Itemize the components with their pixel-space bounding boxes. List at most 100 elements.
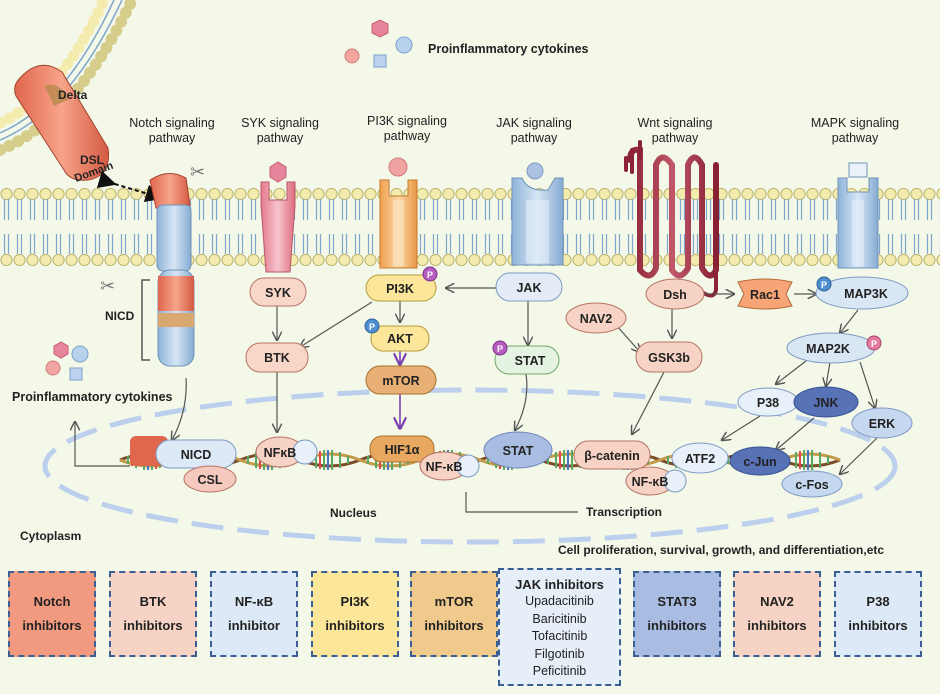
ligand-binding-arrow — [96, 170, 164, 203]
node-akt: AKT — [370, 325, 430, 352]
jak-drug: Upadacitinib — [525, 594, 594, 608]
cytokines-icon-top — [344, 19, 413, 68]
nuclear-nfkb-3: NF-κB — [625, 466, 687, 496]
nicd-bracket — [141, 279, 150, 361]
svg-text:MAP2K: MAP2K — [806, 342, 850, 356]
notch-receptor — [149, 173, 195, 367]
svg-text:c-Jun: c-Jun — [743, 455, 776, 469]
syk-receptor — [260, 161, 296, 273]
svg-text:NAV2: NAV2 — [580, 312, 612, 326]
delta-label: Delta — [58, 88, 88, 102]
svg-text:P: P — [369, 322, 375, 332]
node-gsk3b: GSK3b — [635, 341, 703, 373]
dsl-label: DSL — [80, 153, 104, 167]
cytoplasm-label: Cytoplasm — [20, 529, 81, 543]
nicd-label: NICD — [105, 309, 135, 323]
pathway-label-pi3k: PI3K signaling pathway — [367, 114, 447, 143]
svg-text:SYK: SYK — [265, 286, 291, 300]
transcription-label: Transcription — [586, 505, 662, 519]
nucleus-envelope — [42, 387, 898, 545]
svg-text:mTOR: mTOR — [382, 374, 419, 388]
jak-drug: Baricitinib — [532, 611, 587, 626]
nucleus-label: Nucleus — [330, 506, 377, 520]
pi3k-receptor — [379, 157, 418, 269]
svg-text:AKT: AKT — [387, 332, 413, 346]
jak-drug: Tofacitinib — [531, 629, 588, 643]
svg-text:NF-κB: NF-κB — [426, 460, 463, 474]
pathway-label-wnt: Wnt signaling pathway — [637, 116, 713, 145]
svg-text:NF-κB: NF-κB — [632, 475, 669, 489]
transcription-bracket — [465, 492, 578, 513]
top-cytokines-label: Proinflammatory cytokines — [428, 42, 589, 56]
outcome-label: Cell proliferation, survival, growth, an… — [558, 543, 884, 557]
arrow-nav2-gsk3b — [615, 324, 640, 352]
arrow-pi3k-btk — [300, 301, 373, 347]
phospho-badge-map2k: P — [866, 335, 882, 351]
pathway-label-jak: JAK signaling pathway — [496, 116, 572, 145]
jak-drug: Peficitinib — [532, 664, 587, 678]
delta-ligand: Delta DSL Domain — [14, 64, 115, 185]
arrow-p38-atf2 — [722, 415, 761, 440]
svg-text:MAP3K: MAP3K — [844, 287, 888, 301]
svg-text:JAK: JAK — [516, 281, 541, 295]
svg-text:ATF2: ATF2 — [685, 452, 715, 466]
svg-text:STAT: STAT — [503, 444, 534, 458]
svg-text:Rac1: Rac1 — [750, 288, 780, 302]
svg-text:BTK: BTK — [264, 351, 290, 365]
node-map3k: MAP3K — [815, 276, 909, 310]
svg-text:Dsh: Dsh — [663, 288, 687, 302]
node-btk: BTK — [245, 342, 309, 373]
svg-text:HIF1α: HIF1α — [385, 443, 420, 457]
node-jnk: JNK — [793, 386, 859, 418]
node-map2k: MAP2K — [786, 332, 876, 364]
svg-text:P: P — [497, 344, 503, 354]
nuclear-nicd: NICD — [130, 436, 237, 469]
node-pi3k: PI3K — [365, 274, 437, 302]
phospho-badge-stat: P — [492, 340, 508, 356]
arrow-map2k-erk — [859, 361, 875, 408]
svg-text:STAT: STAT — [515, 354, 546, 368]
svg-text:c-Fos: c-Fos — [795, 478, 828, 492]
svg-text:P38: P38 — [757, 396, 779, 410]
svg-text:ERK: ERK — [869, 417, 895, 431]
arrow-jnk-cjun — [776, 417, 815, 450]
node-jak: JAK — [495, 272, 563, 302]
svg-text:P: P — [427, 270, 433, 280]
node-mtor: mTOR — [365, 365, 437, 395]
wnt-receptor — [624, 140, 719, 298]
node-syk: SYK — [249, 277, 307, 307]
cytokines-icon-side — [45, 341, 89, 381]
arrow-erk-cfos — [840, 436, 879, 474]
node-stat: STAT — [494, 345, 560, 375]
svg-text:P: P — [871, 339, 877, 349]
scissors-icon-top: ✂ — [190, 162, 205, 182]
phospho-badge-pi3k: P — [422, 266, 438, 282]
scissors-icon-left: ✂ — [100, 276, 115, 296]
phospho-badge-map3k: P — [816, 276, 832, 292]
node-rac1: Rac1 — [737, 278, 793, 310]
svg-text:β-catenin: β-catenin — [584, 449, 640, 463]
arrow-nucleus-cytokines — [75, 422, 130, 467]
svg-text:NICD: NICD — [181, 448, 212, 462]
nuclear-nfkb-1: NFκB — [255, 436, 318, 468]
node-erk: ERK — [851, 407, 913, 439]
nuclear-hif1a: HIF1α — [369, 435, 435, 463]
node-p38: P38 — [737, 387, 799, 417]
arrow-gsk3b-betacatenin — [632, 371, 665, 434]
node-nav2: NAV2 — [565, 302, 627, 334]
arrow-map2k-jnk — [826, 361, 830, 386]
nuclear-cfos: c-Fos — [781, 470, 843, 498]
arrow-map2k-p38 — [776, 360, 807, 384]
arrow-map3k-map2k — [840, 309, 859, 333]
nuclear-csl: CSL — [183, 465, 237, 493]
svg-text:GSK3b: GSK3b — [648, 351, 690, 365]
